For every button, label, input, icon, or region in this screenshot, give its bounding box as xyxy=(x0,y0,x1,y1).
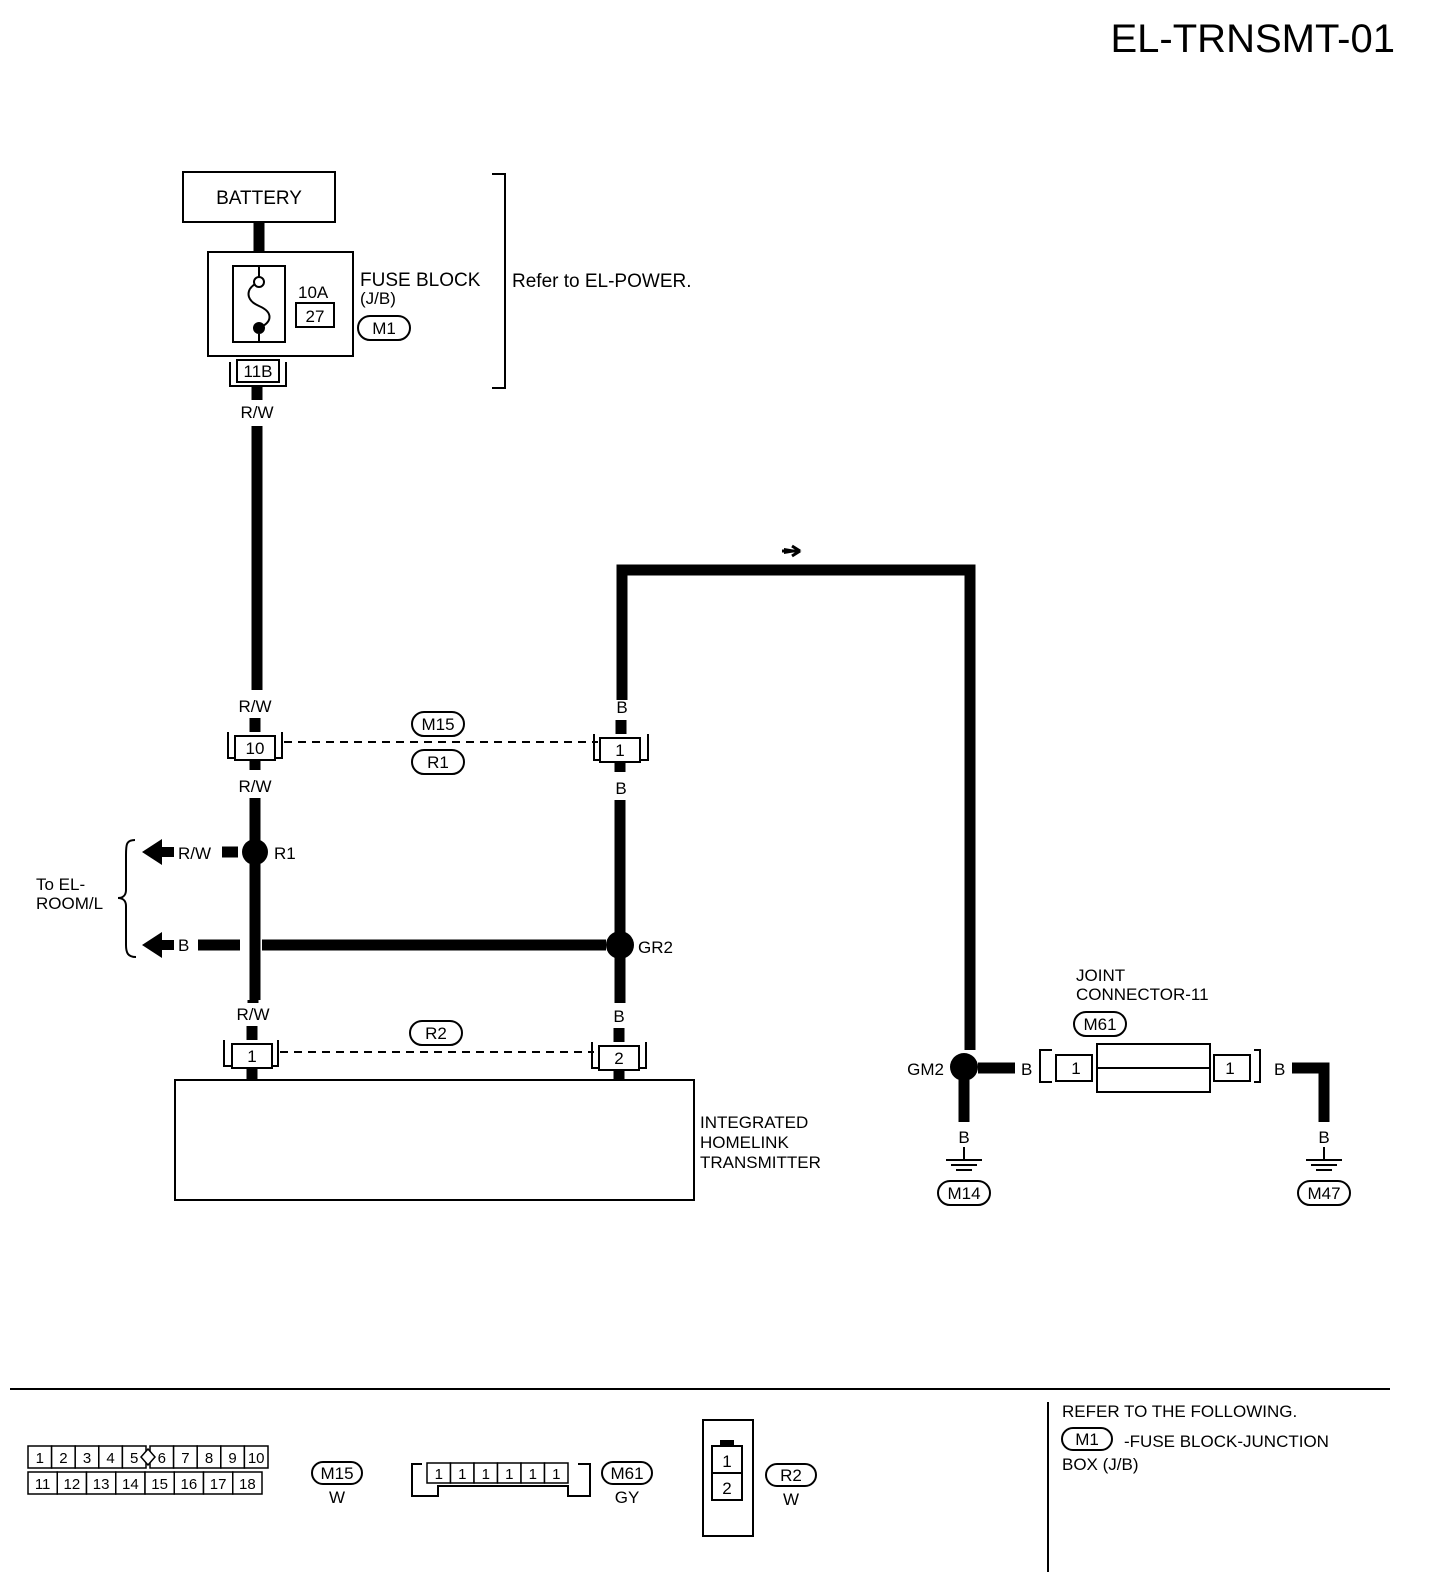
m15-key xyxy=(140,1447,156,1467)
wire-color-b-jc2: B xyxy=(1274,1060,1285,1079)
wire-color-b-3: B xyxy=(613,1007,624,1026)
page-code: EL-TRNSMT-01 xyxy=(1111,17,1396,61)
m61-pin: 1 xyxy=(552,1466,560,1483)
fuse-number: 27 xyxy=(306,307,325,326)
splice-gm2: GM2 xyxy=(907,1060,944,1079)
r2-color: W xyxy=(783,1490,799,1509)
wire-color-b-gnd1: B xyxy=(958,1128,969,1147)
transmitter-line1: INTEGRATED xyxy=(700,1113,808,1132)
ground-m14: M14 xyxy=(947,1184,980,1203)
conn-m15-terminal-1: 1 xyxy=(615,741,624,760)
wire-color-b-gnd2: B xyxy=(1318,1128,1329,1147)
inline-conn-m15: M15 xyxy=(421,715,454,734)
r2-id: R2 xyxy=(780,1466,802,1485)
wire-color-rw-3: R/W xyxy=(238,777,271,796)
conn-r2-terminal-2: 2 xyxy=(614,1049,623,1068)
m15-pin: 17 xyxy=(210,1476,227,1493)
splice-gr2: GR2 xyxy=(638,938,673,957)
conn-m15-terminal-10: 10 xyxy=(246,739,265,758)
wire-color-b-jc1: B xyxy=(1021,1060,1032,1079)
to-room-line1: To EL- xyxy=(36,875,85,894)
m15-pin: 16 xyxy=(181,1476,198,1493)
m15-pin: 18 xyxy=(239,1476,256,1493)
wire-color-rw-branch: R/W xyxy=(178,844,211,863)
m15-pin: 15 xyxy=(151,1476,168,1493)
m15-pin: 14 xyxy=(122,1476,139,1493)
m15-pin: 4 xyxy=(106,1450,114,1467)
transmitter-line3: TRANSMITTER xyxy=(700,1153,821,1172)
joint-label-1: JOINT xyxy=(1076,966,1125,985)
joint-connector-id: M61 xyxy=(1083,1015,1116,1034)
transmitter-box xyxy=(174,1079,695,1201)
wire-color-b-2: B xyxy=(615,779,626,798)
m15-color: W xyxy=(329,1488,345,1507)
m15-pin: 9 xyxy=(228,1450,236,1467)
m15-pin: 1 xyxy=(36,1450,44,1467)
refer-following: REFER TO THE FOLLOWING. xyxy=(1062,1402,1297,1421)
to-room-line2: ROOM/L xyxy=(36,894,103,913)
refer-power: Refer to EL-POWER. xyxy=(512,271,692,292)
m61-id: M61 xyxy=(610,1464,643,1483)
refer-desc2: BOX (J/B) xyxy=(1062,1455,1139,1474)
refer-connector: M1 xyxy=(1075,1430,1099,1449)
battery-box xyxy=(182,171,336,223)
m15-id: M15 xyxy=(320,1464,353,1483)
inline-conn-r1: R1 xyxy=(427,753,449,772)
m15-pin: 12 xyxy=(64,1476,81,1493)
fuse-symbol xyxy=(247,281,271,329)
fuse-terminal: 11B xyxy=(244,362,273,381)
r2-pin-2: 2 xyxy=(722,1479,731,1498)
m61-color: GY xyxy=(615,1488,640,1507)
m15-pin: 2 xyxy=(59,1450,67,1467)
m15-pin: 7 xyxy=(181,1450,189,1467)
m15-pin: 13 xyxy=(93,1476,110,1493)
fuse-amp: 10A xyxy=(298,283,329,302)
wire-color-rw-1: R/W xyxy=(240,403,273,422)
m15-pin: 3 xyxy=(83,1450,91,1467)
wire-color-rw-2: R/W xyxy=(238,697,271,716)
m15-pin: 6 xyxy=(158,1450,166,1467)
transmitter-line2: HOMELINK xyxy=(700,1133,789,1152)
wire-color-b-1: B xyxy=(616,698,627,717)
refer-desc: -FUSE BLOCK-JUNCTION xyxy=(1124,1432,1329,1451)
m61-pin: 1 xyxy=(435,1466,443,1483)
m15-pin: 8 xyxy=(205,1450,213,1467)
battery-label: BATTERY xyxy=(216,188,302,209)
joint-terminal-left: 1 xyxy=(1071,1059,1080,1078)
inline-conn-r2: R2 xyxy=(425,1024,447,1043)
m61-pin: 1 xyxy=(529,1466,537,1483)
fuse-block-jb: (J/B) xyxy=(360,289,396,308)
r2-pin-1: 1 xyxy=(722,1452,731,1471)
m61-pin: 1 xyxy=(505,1466,513,1483)
conn-r2-terminal-1: 1 xyxy=(247,1047,256,1066)
joint-label-2: CONNECTOR-11 xyxy=(1076,985,1209,1004)
fuse-connector-id: M1 xyxy=(372,319,396,338)
wire-color-rw-4: R/W xyxy=(236,1005,269,1024)
m15-pin: 5 xyxy=(130,1450,138,1467)
splice-r1: R1 xyxy=(274,844,296,863)
joint-terminal-right: 1 xyxy=(1225,1059,1234,1078)
wire-color-b-branch: B xyxy=(178,936,189,955)
m15-pin: 11 xyxy=(35,1476,51,1493)
fuse-block-label: FUSE BLOCK xyxy=(360,270,481,291)
m61-pin: 1 xyxy=(458,1466,466,1483)
m61-pin: 1 xyxy=(482,1466,490,1483)
ground-m47: M47 xyxy=(1307,1184,1340,1203)
m15-pin: 10 xyxy=(248,1450,265,1467)
